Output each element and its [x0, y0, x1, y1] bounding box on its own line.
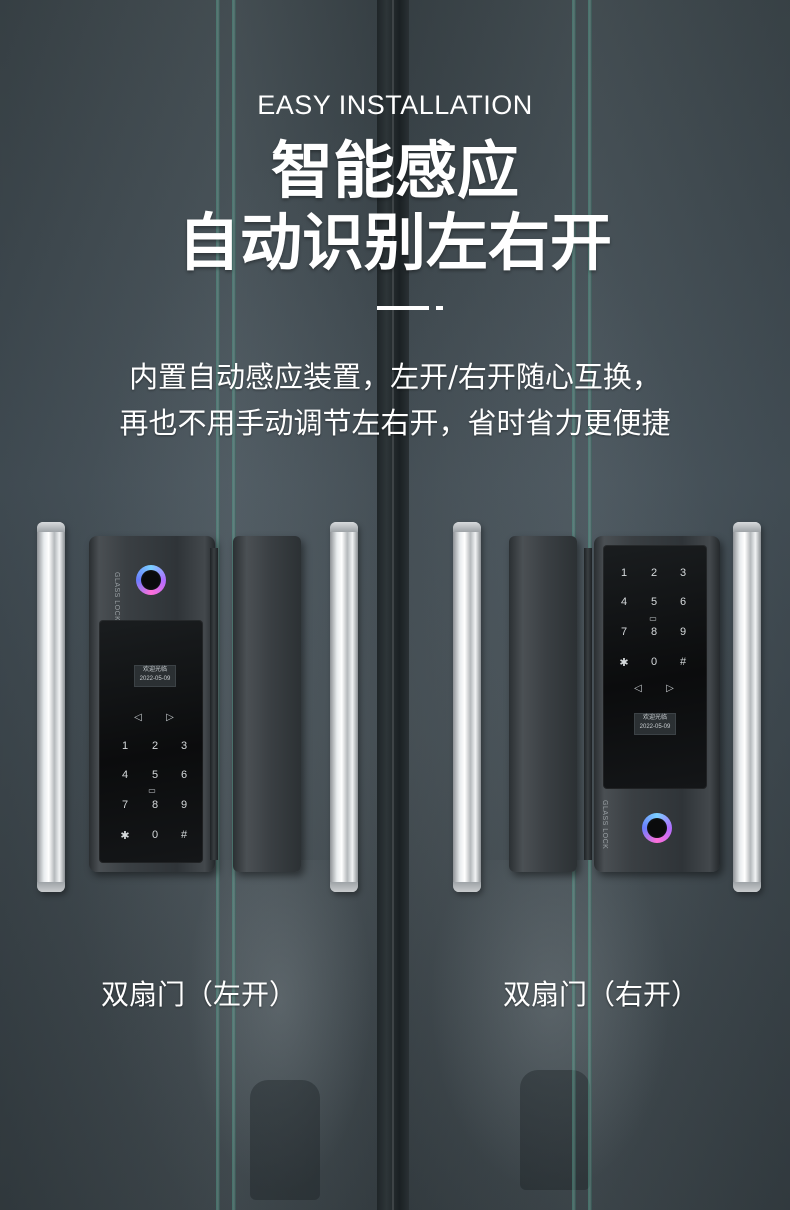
lock-side-left [210, 548, 218, 860]
description-line-1: 内置自动感应装置，左开/右开随心互换， [129, 360, 661, 394]
key-1[interactable]: 1 [121, 740, 129, 752]
key-7[interactable]: 7 [620, 626, 628, 638]
fingerprint-sensor-icon [642, 813, 672, 843]
brand-label: GLASS LOCK [601, 800, 608, 850]
key-star[interactable]: ✱ [619, 657, 629, 669]
door-center-seam [377, 0, 409, 1210]
key-3[interactable]: 3 [180, 740, 188, 752]
key-7[interactable]: 7 [121, 799, 129, 811]
key-5[interactable]: 5 [151, 769, 159, 781]
key-6[interactable]: 6 [679, 596, 687, 608]
office-reflection-right [420, 860, 680, 1210]
keypad-panel-left [99, 620, 203, 863]
keypad-panel-right [603, 545, 707, 789]
chair-reflection [250, 1080, 320, 1200]
key-6[interactable]: 6 [180, 769, 188, 781]
lock-cover-left [233, 536, 301, 872]
key-9[interactable]: 9 [679, 626, 687, 638]
subtitle: EASY INSTALLATION [257, 90, 533, 120]
key-4[interactable]: 4 [620, 596, 628, 608]
door-handle-left-inner [330, 522, 358, 892]
fingerprint-sensor-icon [136, 565, 166, 595]
key-hash[interactable]: # [679, 656, 687, 668]
chair-reflection [520, 1070, 590, 1190]
lock-side-right [584, 548, 592, 860]
divider-dot [436, 306, 443, 310]
office-reflection-left [180, 860, 380, 1210]
key-2[interactable]: 2 [650, 567, 658, 579]
divider-bar [377, 306, 429, 310]
doorbell-icon: ◁ [634, 683, 642, 694]
keypad-left: 1 2 3 4 5 6 7 8 9 ✱ 0 # [114, 740, 204, 850]
brand-label: GLASS LOCK [113, 572, 120, 622]
glass-edge [216, 0, 220, 1210]
key-1[interactable]: 1 [620, 567, 628, 579]
lock-screen-right: 欢迎光临 2022-05-09 [634, 713, 676, 735]
key-9[interactable]: 9 [180, 799, 188, 811]
caption-left-opening: 双扇门（左开） [101, 978, 298, 1011]
key-0[interactable]: 0 [650, 656, 658, 668]
lock-cover-right [509, 536, 577, 872]
key-2[interactable]: 2 [151, 740, 159, 752]
lock-icon: ▷ [666, 683, 674, 694]
lock-screen-left: 欢迎光临 2022-05-09 [134, 665, 176, 687]
key-0[interactable]: 0 [151, 829, 159, 841]
key-5[interactable]: 5 [650, 596, 658, 608]
door-handle-right-inner [453, 522, 481, 892]
description-line-2: 再也不用手动调节左右开，省时省力更便捷 [119, 406, 671, 440]
card-reader-icon: ▭ [148, 786, 156, 795]
card-reader-icon: ▭ [649, 614, 657, 623]
key-star[interactable]: ✱ [120, 830, 130, 842]
keypad-right: 1 2 3 4 5 6 7 8 9 ✱ 0 # [613, 567, 703, 677]
key-hash[interactable]: # [180, 829, 188, 841]
key-8[interactable]: 8 [151, 799, 159, 811]
caption-right-opening: 双扇门（右开） [503, 978, 700, 1011]
key-3[interactable]: 3 [679, 567, 687, 579]
door-handle-right-outer [733, 522, 761, 892]
lock-icon: ▷ [166, 712, 174, 723]
headline-line-2: 自动识别左右开 [177, 206, 612, 279]
key-8[interactable]: 8 [650, 626, 658, 638]
key-4[interactable]: 4 [121, 769, 129, 781]
door-center-highlight [392, 0, 394, 1210]
headline-line-1: 智能感应 [270, 134, 519, 207]
door-handle-left-outer [37, 522, 65, 892]
doorbell-icon: ◁ [134, 712, 142, 723]
